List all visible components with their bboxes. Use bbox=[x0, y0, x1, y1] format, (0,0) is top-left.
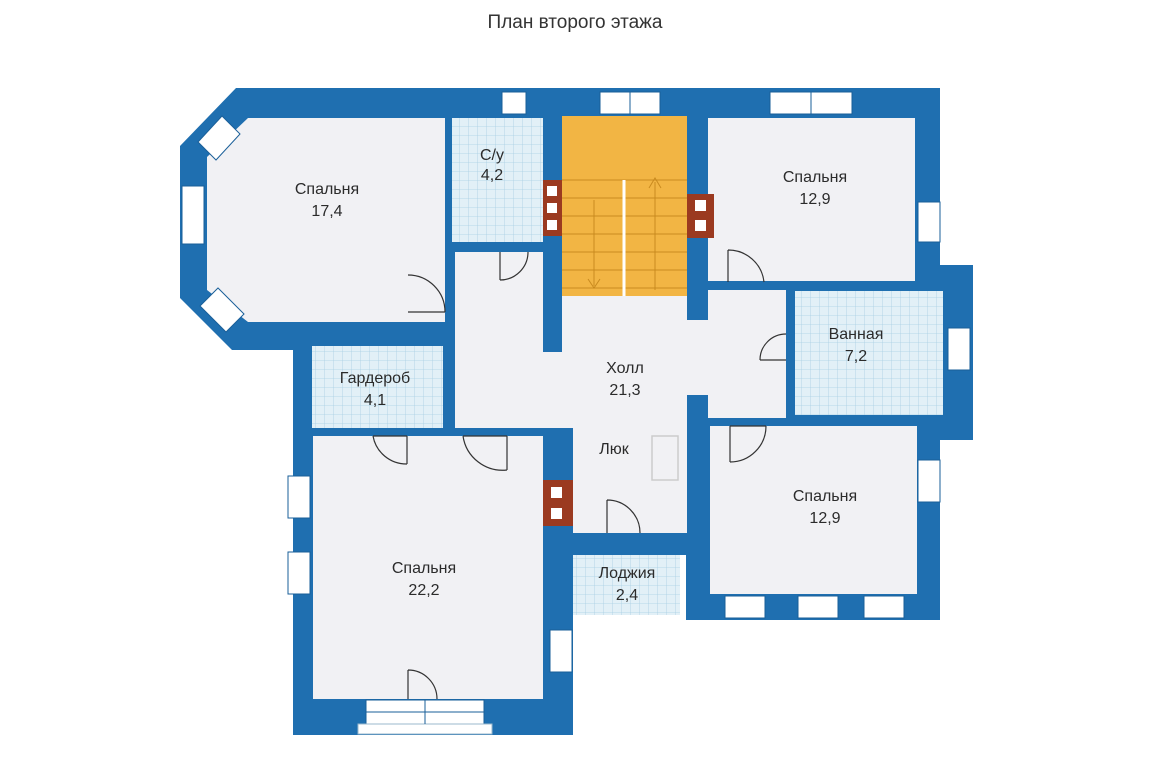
room-area: 12,9 bbox=[809, 510, 840, 527]
room-bedroom-large bbox=[313, 436, 543, 699]
room-loggia bbox=[573, 555, 680, 615]
room-area: 4,2 bbox=[481, 167, 503, 184]
room-wardrobe bbox=[312, 346, 443, 428]
windows bbox=[181, 91, 971, 735]
room-area: 12,9 bbox=[799, 191, 830, 208]
room-name: Спальня bbox=[783, 169, 847, 186]
room-labels: Спальня 17,4 С/у 4,2 Спальня 12,9 Ванная… bbox=[295, 147, 884, 604]
room-name: Спальня bbox=[793, 488, 857, 505]
hatch-outline bbox=[651, 435, 679, 481]
room-name: Ванная bbox=[829, 326, 884, 343]
room-name: Холл bbox=[606, 360, 644, 377]
plan-title: План второго этажа bbox=[487, 12, 663, 33]
room-bathroom bbox=[795, 291, 943, 415]
room-area: 7,2 bbox=[845, 348, 867, 365]
room-bedroom-17 bbox=[207, 118, 445, 322]
room-name: Спальня bbox=[295, 181, 359, 198]
room-hall bbox=[455, 252, 786, 533]
room-area: 22,2 bbox=[408, 582, 439, 599]
room-bedroom-bottom-right bbox=[710, 426, 917, 594]
room-area: 2,4 bbox=[616, 587, 638, 604]
hatch-label: Люк bbox=[599, 441, 630, 458]
stair-steps bbox=[562, 177, 687, 296]
room-name: Лоджия bbox=[599, 565, 656, 582]
rooms-layer bbox=[207, 116, 943, 699]
room-area: 21,3 bbox=[609, 382, 640, 399]
chimneys bbox=[543, 180, 714, 526]
room-area: 17,4 bbox=[311, 203, 342, 220]
room-wc bbox=[452, 118, 543, 242]
doors bbox=[372, 249, 787, 700]
room-name: Спальня bbox=[392, 560, 456, 577]
room-name: С/у bbox=[480, 147, 504, 164]
room-area: 4,1 bbox=[364, 392, 386, 409]
room-bedroom-top-right bbox=[708, 118, 915, 281]
room-name: Гардероб bbox=[340, 370, 410, 387]
